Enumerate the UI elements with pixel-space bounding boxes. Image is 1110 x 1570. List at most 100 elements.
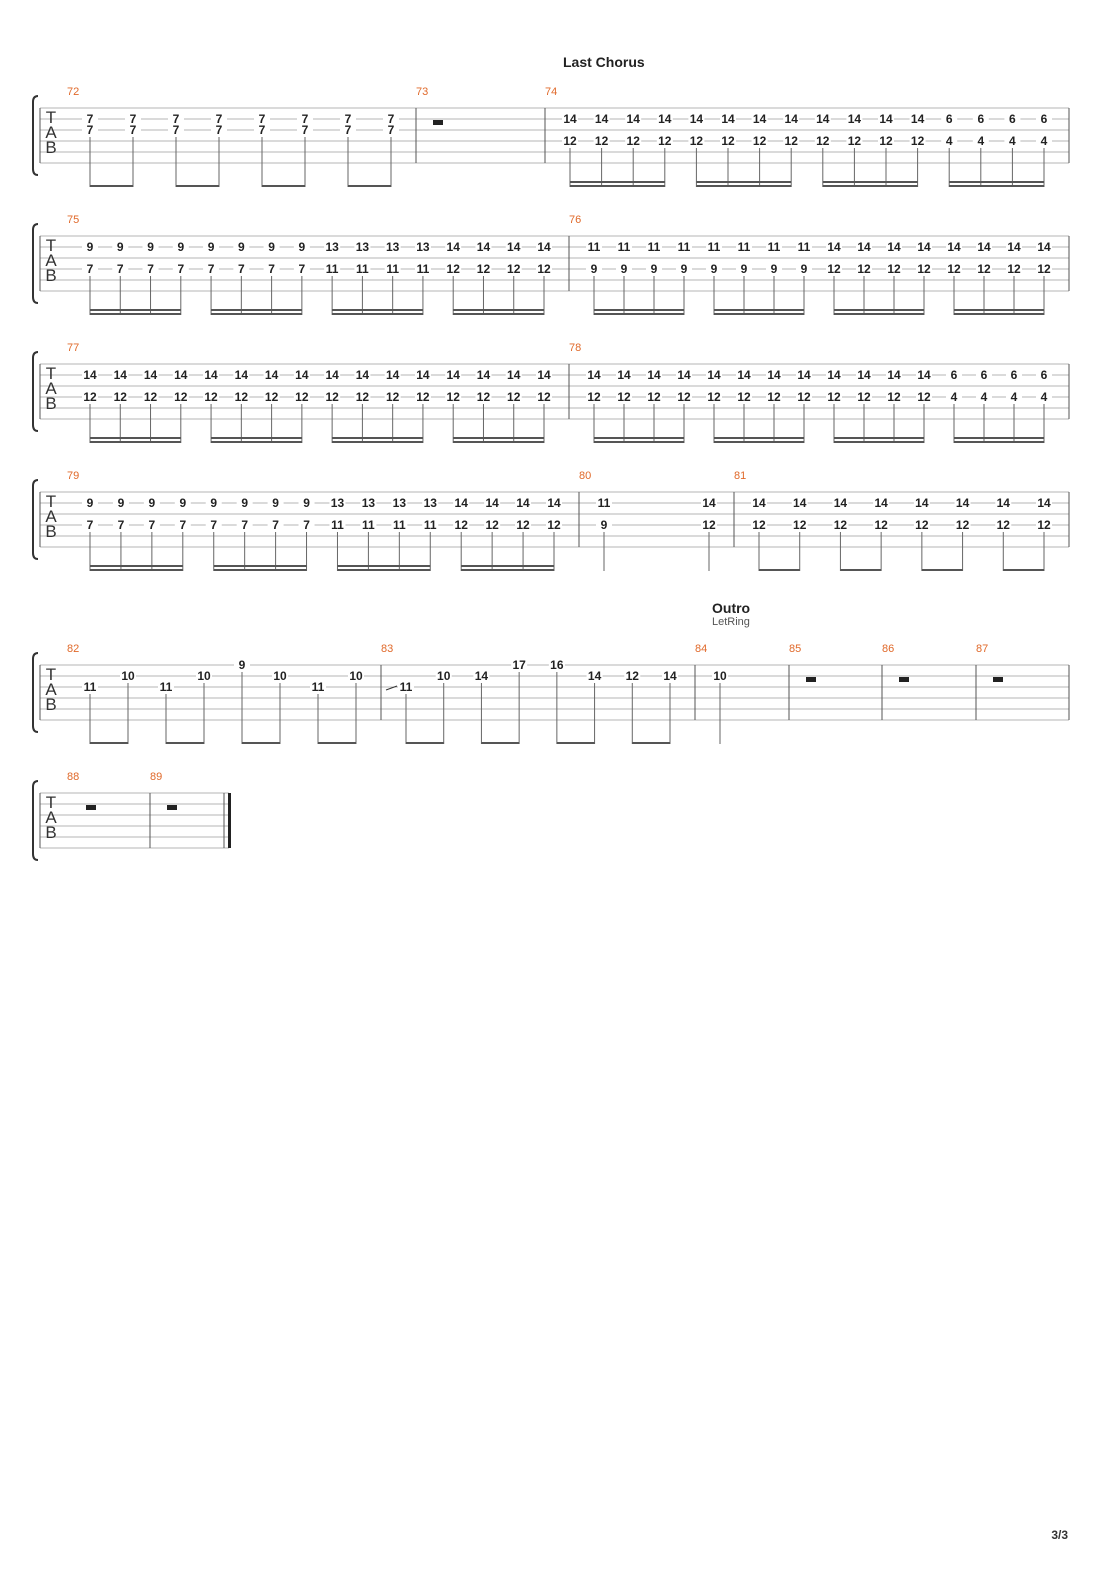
fret-bg bbox=[1006, 264, 1022, 275]
fret-bg bbox=[473, 671, 490, 682]
half-rest bbox=[86, 805, 96, 810]
note-beam bbox=[453, 309, 544, 311]
fret-number: 12 bbox=[917, 390, 931, 404]
fret-bg bbox=[391, 498, 408, 509]
fret-bg bbox=[548, 660, 565, 671]
fret-number: 14 bbox=[917, 240, 931, 254]
fret-bg bbox=[625, 136, 642, 147]
fret-bg bbox=[324, 242, 341, 253]
fret-bg bbox=[1036, 264, 1052, 275]
tab-clef-letter: B bbox=[45, 522, 56, 541]
fret-bg bbox=[324, 264, 341, 275]
fret-bg bbox=[82, 392, 98, 403]
fret-bg bbox=[766, 264, 782, 275]
fret-number: 14 bbox=[386, 368, 400, 382]
fret-number: 14 bbox=[702, 496, 716, 510]
fret-number: 12 bbox=[785, 134, 799, 148]
fret-number: 11 bbox=[84, 680, 97, 694]
measure-number: 79 bbox=[67, 470, 79, 482]
note-beam bbox=[949, 185, 1044, 187]
fret-number: 14 bbox=[114, 368, 128, 382]
fret-number: 14 bbox=[915, 496, 929, 510]
fret-bg bbox=[946, 264, 962, 275]
note-beam bbox=[461, 569, 554, 571]
fret-number: 7 bbox=[259, 112, 266, 126]
measure: 7597979797979797971311131113111311141214… bbox=[39, 214, 570, 315]
note-beam bbox=[570, 181, 665, 183]
fret-number: 7 bbox=[302, 123, 309, 137]
system-bracket bbox=[32, 479, 39, 560]
fret-bg bbox=[293, 264, 310, 275]
fret-bg bbox=[484, 498, 501, 509]
fret-bg bbox=[354, 242, 371, 253]
note-beam bbox=[834, 437, 924, 439]
fret-bg bbox=[142, 264, 159, 275]
fret-number: 14 bbox=[174, 368, 188, 382]
fret-number: 11 bbox=[588, 240, 601, 254]
fret-bg bbox=[211, 114, 227, 125]
fret-bg bbox=[856, 242, 872, 253]
fret-number: 6 bbox=[1009, 112, 1016, 126]
fret-number: 14 bbox=[737, 368, 751, 382]
fret-bg bbox=[196, 671, 212, 682]
fret-number: 4 bbox=[977, 134, 984, 148]
note-beam bbox=[337, 565, 431, 567]
fret-number: 7 bbox=[345, 123, 352, 137]
note-beam bbox=[90, 437, 181, 439]
fret-number: 14 bbox=[911, 112, 925, 126]
fret-bg bbox=[203, 264, 220, 275]
fret-number: 14 bbox=[874, 496, 888, 510]
fret-bg bbox=[909, 114, 926, 125]
fret-number: 12 bbox=[325, 390, 339, 404]
fret-number: 12 bbox=[677, 390, 691, 404]
fret-number: 14 bbox=[563, 112, 577, 126]
tab-clef-letter: T bbox=[46, 665, 56, 684]
fret-number: 9 bbox=[179, 496, 186, 510]
fret-bg bbox=[233, 264, 250, 275]
fret-bg bbox=[676, 370, 692, 381]
fret-number: 7 bbox=[303, 518, 310, 532]
note-beam bbox=[90, 441, 181, 443]
fret-number: 12 bbox=[690, 134, 704, 148]
fret-number: 7 bbox=[87, 112, 94, 126]
fret-bg bbox=[766, 392, 782, 403]
fret-bg bbox=[826, 242, 842, 253]
note-beam bbox=[556, 742, 595, 744]
note-beam bbox=[332, 309, 423, 311]
fret-number: 10 bbox=[437, 669, 451, 683]
fret-bg bbox=[515, 520, 532, 531]
fret-number: 7 bbox=[87, 262, 94, 276]
measure: 73 bbox=[416, 86, 546, 163]
fret-number: 9 bbox=[239, 658, 246, 672]
fret-bg bbox=[142, 370, 159, 381]
note-beam bbox=[949, 181, 1044, 183]
fret-bg bbox=[112, 520, 129, 531]
fret-number: 14 bbox=[752, 496, 766, 510]
note-beam bbox=[211, 309, 302, 311]
fret-bg bbox=[783, 114, 800, 125]
fret-bg bbox=[826, 264, 842, 275]
fret-number: 11 bbox=[160, 680, 173, 694]
fret-number: 7 bbox=[117, 262, 124, 276]
fret-bg bbox=[856, 264, 872, 275]
measure-number: 75 bbox=[67, 214, 79, 226]
measure-number: 86 bbox=[882, 643, 894, 655]
fret-number: 13 bbox=[416, 240, 430, 254]
note-beam bbox=[90, 185, 133, 187]
fret-bg bbox=[712, 671, 728, 682]
fret-bg bbox=[293, 392, 310, 403]
fret-number: 12 bbox=[834, 518, 848, 532]
fret-number: 11 bbox=[331, 518, 344, 532]
fret-number: 9 bbox=[208, 240, 215, 254]
note-beam bbox=[840, 569, 882, 571]
fret-number: 14 bbox=[690, 112, 704, 126]
note-beam bbox=[594, 441, 684, 443]
fret-number: 14 bbox=[707, 368, 721, 382]
fret-number: 12 bbox=[617, 390, 631, 404]
fret-number: 14 bbox=[848, 112, 862, 126]
fret-bg bbox=[205, 520, 222, 531]
fret-bg bbox=[546, 520, 562, 531]
fret-bg bbox=[676, 392, 692, 403]
fret-bg bbox=[886, 392, 902, 403]
